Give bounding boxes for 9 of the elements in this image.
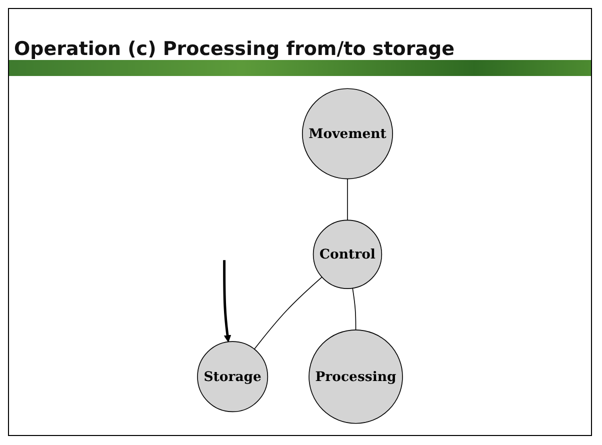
connector (254, 276, 322, 350)
arrow (223, 260, 232, 342)
node-circle: Storage (197, 341, 268, 412)
slide-title: Operation (c) Processing from/to storage (14, 38, 455, 60)
node-circle: Control (312, 220, 382, 289)
connector (347, 178, 348, 221)
connector (352, 288, 356, 330)
node-circle: Processing (308, 330, 403, 424)
node-circle: Movement (302, 88, 393, 180)
